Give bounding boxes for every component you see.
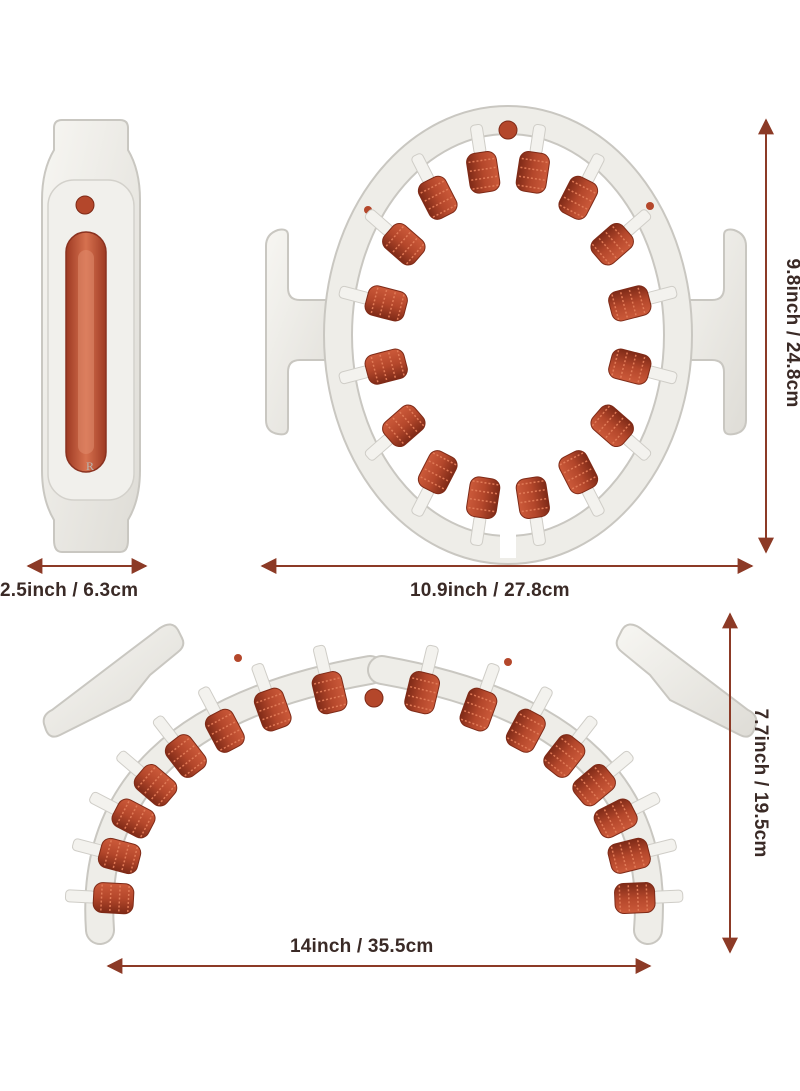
open-arc-product [42, 623, 758, 945]
open-height-label: 7.7inch / 19.5cm [750, 708, 771, 858]
arc-roller [152, 715, 207, 778]
arc-roller [404, 644, 441, 715]
ring-roller [466, 124, 501, 194]
ring-roller [364, 209, 426, 266]
arc-roller [614, 882, 684, 914]
arc-roller [89, 791, 156, 839]
closed-ring-product [265, 105, 747, 565]
ring-roller [558, 153, 605, 220]
arc-rollers [64, 644, 684, 915]
ring-roller [338, 285, 408, 322]
ring-rollers [338, 124, 678, 546]
ring-roller [411, 450, 458, 517]
side-width-label: 2.5inch / 6.3cm [0, 580, 139, 601]
ring-height-label: 9.8inch / 24.8cm [782, 258, 800, 408]
arc-roller [71, 837, 142, 875]
arc-roller [459, 663, 500, 732]
ring-width-label: 10.9inch / 27.8cm [410, 580, 570, 601]
side-view-button [75, 195, 95, 215]
arc-roller [64, 882, 135, 915]
ring-roller [515, 124, 550, 194]
arc-roller [543, 715, 598, 778]
ring-roller [338, 348, 408, 385]
ring-roller [590, 209, 652, 266]
ring-roller [590, 404, 652, 461]
ring-roller [515, 476, 550, 546]
ring-roller [608, 348, 678, 385]
arc-roller [505, 686, 553, 753]
open-width-label: 14inch / 35.5cm [290, 936, 434, 957]
side-view-product: R [41, 119, 141, 553]
ring-roller [411, 153, 458, 220]
ring-roller [466, 476, 501, 546]
side-view-emboss-letter: R [86, 459, 94, 473]
dimension-arrows [26, 118, 774, 974]
arc-roller [593, 792, 661, 839]
ring-top-button [498, 120, 518, 140]
ring-roller [558, 450, 605, 517]
arc-roller [311, 644, 348, 715]
arc-roller [572, 750, 634, 807]
arc-roller [251, 662, 292, 732]
arc-roller [116, 750, 178, 807]
arc-roller [198, 686, 245, 753]
ring-roller [364, 404, 426, 461]
ring-roller [608, 285, 678, 322]
arc-roller [607, 837, 677, 874]
arc-center-button [364, 688, 384, 708]
